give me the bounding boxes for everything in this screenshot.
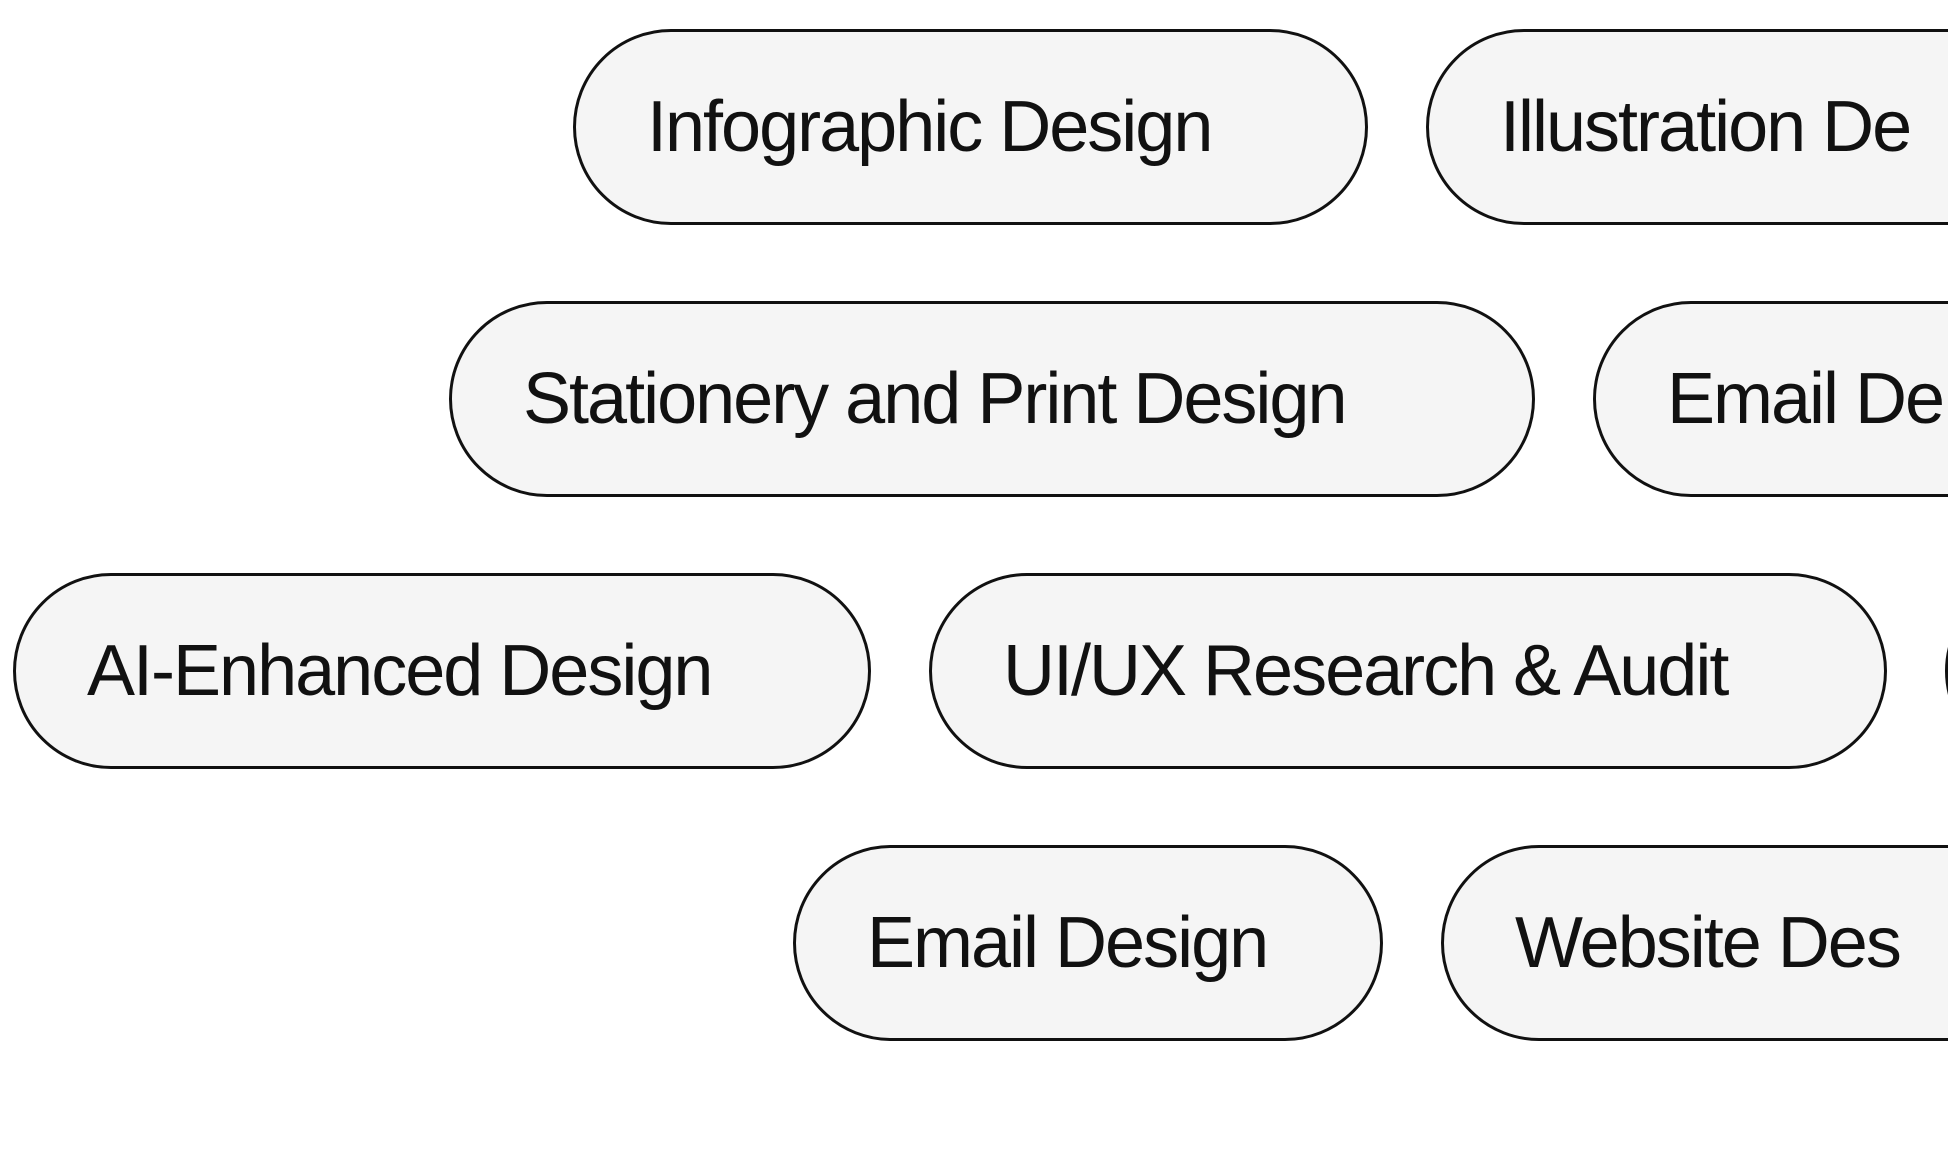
tag-label: Email Design	[867, 903, 1269, 983]
tag-label: Illustration De	[1500, 87, 1912, 167]
tag-ai-enhanced-design[interactable]: AI-Enhanced Design	[13, 573, 871, 769]
tag-email-design[interactable]: Email Design	[793, 845, 1383, 1041]
tag-infographic-design[interactable]: Infographic Design	[573, 29, 1368, 225]
tag-label: UI/UX Research & Audit	[1003, 631, 1729, 711]
tag-ui-ux-research-audit[interactable]: UI/UX Research & Audit	[929, 573, 1887, 769]
tag-label: Email De	[1667, 359, 1945, 439]
tag-label: Website Des	[1515, 903, 1902, 983]
tag-website-design[interactable]: Website Des	[1441, 845, 1948, 1041]
tag-label: Infographic Design	[647, 87, 1213, 167]
tag-label: Stationery and Print Design	[523, 359, 1347, 439]
tag-label: AI-Enhanced Design	[87, 631, 713, 711]
tag-illustration-design[interactable]: Illustration De	[1426, 29, 1948, 225]
tag-stationery-and-print-design[interactable]: Stationery and Print Design	[449, 301, 1535, 497]
tag-email-design[interactable]: Email De	[1593, 301, 1948, 497]
